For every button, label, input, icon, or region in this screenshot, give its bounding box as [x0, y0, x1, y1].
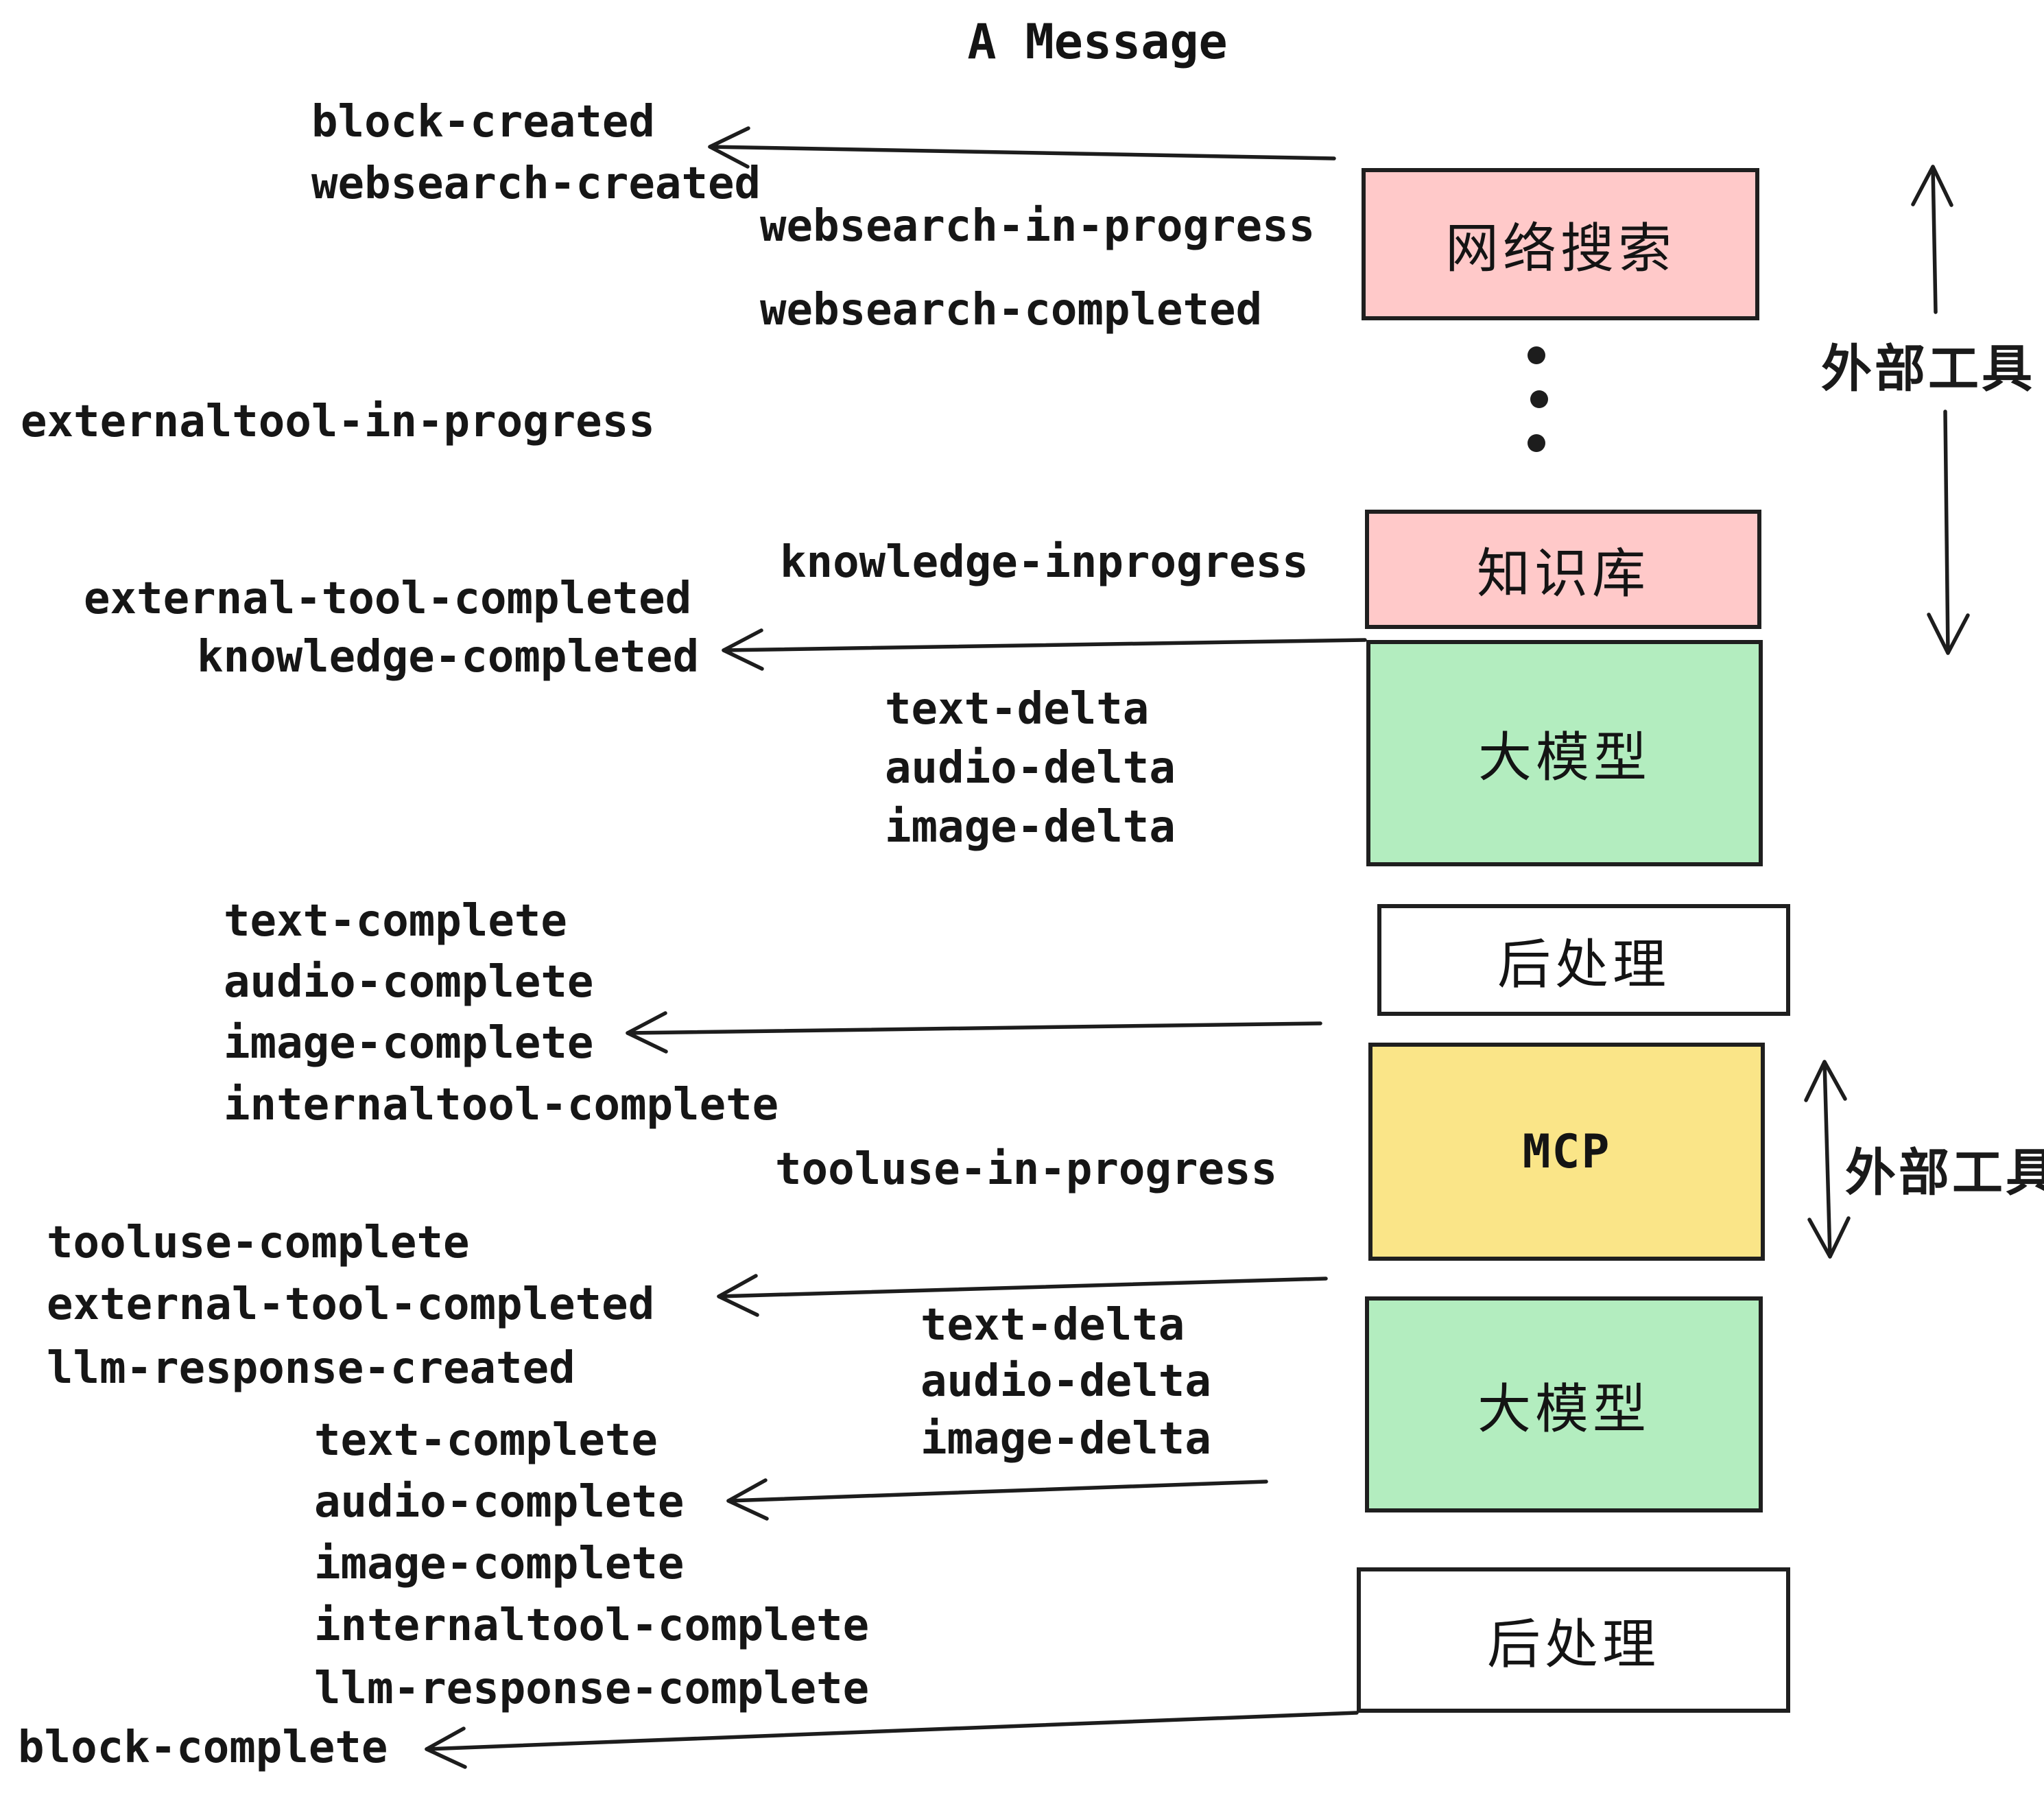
- event-audio-delta-2: audio-delta: [920, 1356, 1211, 1407]
- event-image-delta-1: image-delta: [885, 802, 1176, 853]
- arrow-knowledge-completed: [722, 628, 1367, 671]
- event-internaltool-complete-2: internaltool-complete: [314, 1600, 870, 1651]
- external-tools-down-arrow: [1927, 410, 1970, 655]
- event-llm-response-created: llm-response-created: [47, 1343, 575, 1394]
- node-websearch: 网络搜索: [1362, 168, 1759, 320]
- event-text-delta-1: text-delta: [885, 684, 1150, 735]
- event-text-complete-1: text-complete: [224, 896, 567, 947]
- node-postprocess-1-label: 后处理: [1497, 934, 1670, 995]
- event-text-delta-2: text-delta: [920, 1300, 1185, 1351]
- event-tooluse-complete: tooluse-complete: [47, 1218, 470, 1268]
- external-tools-label-1: 外部工具: [1821, 340, 2035, 397]
- event-websearch-completed: websearch-completed: [760, 285, 1263, 335]
- event-text-complete-2: text-complete: [314, 1415, 658, 1466]
- event-external-tool-completed-2: external-tool-completed: [47, 1279, 655, 1330]
- node-mcp-label: MCP: [1522, 1124, 1611, 1179]
- event-audio-complete-2: audio-complete: [314, 1477, 685, 1528]
- event-knowledge-completed: knowledge-completed: [197, 632, 700, 683]
- arrow-tooluse-complete: [717, 1274, 1328, 1317]
- event-block-complete: block-complete: [18, 1722, 388, 1773]
- diagram-title: A Message: [967, 14, 1228, 70]
- node-mcp: MCP: [1368, 1043, 1765, 1261]
- node-llm-1: 大模型: [1366, 640, 1763, 866]
- node-postprocess-2: 后处理: [1357, 1567, 1790, 1713]
- external-tools-double-arrow: [1804, 1060, 1851, 1259]
- arrow-internal-complete-1: [626, 1011, 1322, 1054]
- event-image-delta-2: image-delta: [920, 1414, 1211, 1464]
- node-postprocess-1: 后处理: [1377, 904, 1790, 1016]
- node-postprocess-2-label: 后处理: [1486, 1614, 1660, 1674]
- event-websearch-created: websearch-created: [311, 158, 761, 209]
- event-image-complete-1: image-complete: [224, 1018, 594, 1069]
- node-llm-2-label: 大模型: [1477, 1378, 1650, 1439]
- event-block-created: block-created: [311, 97, 655, 147]
- event-tooluse-in-progress: tooluse-in-progress: [775, 1144, 1278, 1195]
- event-knowledge-inprogress: knowledge-inprogress: [780, 537, 1309, 588]
- event-audio-delta-1: audio-delta: [885, 743, 1176, 794]
- arrow-block-complete: [425, 1711, 1359, 1769]
- event-internaltool-complete-1: internaltool-complete: [224, 1080, 779, 1130]
- event-audio-complete-1: audio-complete: [224, 957, 594, 1008]
- external-tools-up-arrow: [1911, 165, 1953, 314]
- node-llm-2: 大模型: [1365, 1296, 1763, 1512]
- event-externaltool-in-progress: externaltool-in-progress: [21, 396, 655, 447]
- node-knowledge-base-label: 知识库: [1476, 543, 1650, 604]
- arrow-llm2-complete: [726, 1478, 1268, 1521]
- event-websearch-in-progress: websearch-in-progress: [760, 201, 1316, 252]
- node-llm-1-label: 大模型: [1477, 727, 1651, 787]
- event-image-complete-2: image-complete: [314, 1539, 685, 1589]
- node-websearch-label: 网络搜索: [1445, 218, 1676, 278]
- external-tools-label-2: 外部工具: [1845, 1144, 2044, 1201]
- ellipsis-dots: [1528, 346, 1548, 452]
- event-llm-response-complete: llm-response-complete: [314, 1663, 870, 1714]
- event-external-tool-completed-1: external-tool-completed: [84, 573, 692, 624]
- node-knowledge-base: 知识库: [1365, 510, 1761, 629]
- arrow-block-created: [708, 126, 1336, 169]
